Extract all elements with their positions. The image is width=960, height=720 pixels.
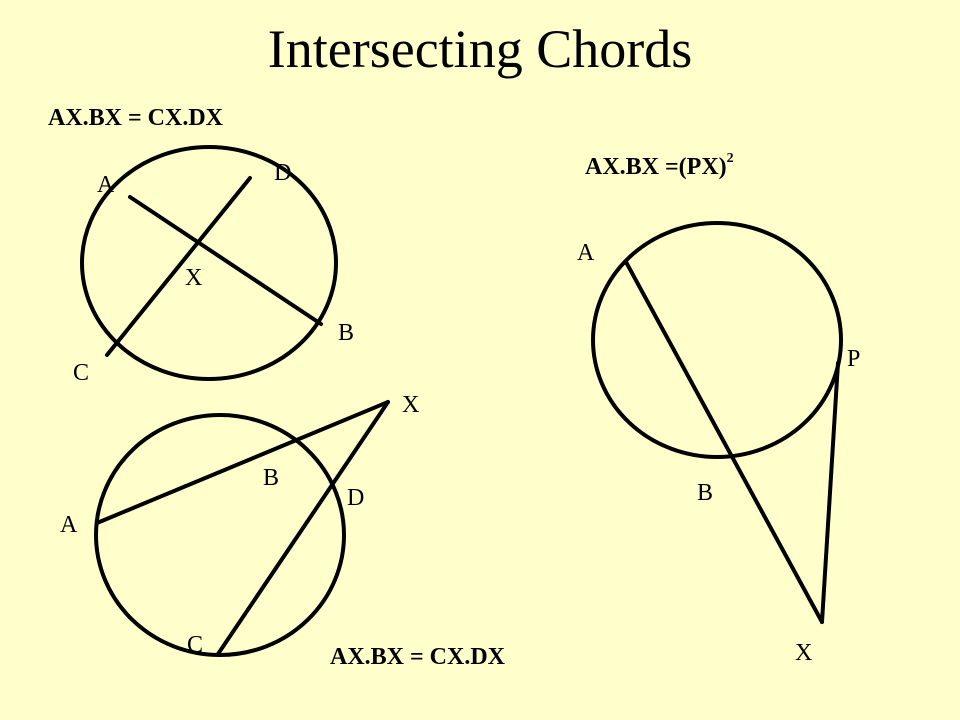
label-b: B — [263, 465, 279, 491]
circle-secants — [94, 413, 346, 657]
label-b: B — [338, 320, 354, 346]
formula-tangent-exponent: 2 — [726, 151, 734, 166]
labels-tangent-secant: A P B X — [577, 240, 860, 666]
label-p: P — [847, 346, 860, 372]
formula-top-left: AX.BX = CX.DX — [48, 105, 224, 131]
label-d: D — [274, 160, 291, 186]
secant-cx — [216, 400, 390, 656]
circle-inside — [80, 145, 338, 381]
label-a: A — [577, 240, 595, 266]
diagram-secants — [94, 400, 390, 657]
secant-ax-right — [624, 260, 824, 624]
label-x: X — [185, 265, 202, 291]
label-c: C — [187, 632, 203, 658]
formula-bottom: AX.BX = CX.DX — [330, 644, 506, 670]
labels-inside-chords: A D X B C — [73, 160, 354, 386]
circle-tangent — [591, 221, 843, 459]
diagram-tangent-secant — [591, 221, 843, 624]
label-c: C — [73, 360, 89, 386]
label-a: A — [97, 172, 115, 198]
chord-cd — [105, 176, 252, 357]
chord-ab — [128, 195, 323, 326]
labels-secants: X B D A C — [60, 392, 419, 658]
formula-tangent-main: AX.BX =(PX) — [585, 154, 727, 180]
diagram-inside-chords — [80, 145, 338, 381]
label-b: B — [697, 480, 713, 506]
page-title: Intersecting Chords — [267, 19, 693, 79]
label-a: A — [60, 512, 78, 538]
label-d: D — [347, 485, 364, 511]
secant-ax — [95, 400, 390, 525]
label-x: X — [795, 640, 812, 666]
label-x: X — [402, 392, 419, 418]
formula-tangent: AX.BX =(PX)2 — [585, 152, 734, 180]
tangent-px — [820, 361, 840, 624]
